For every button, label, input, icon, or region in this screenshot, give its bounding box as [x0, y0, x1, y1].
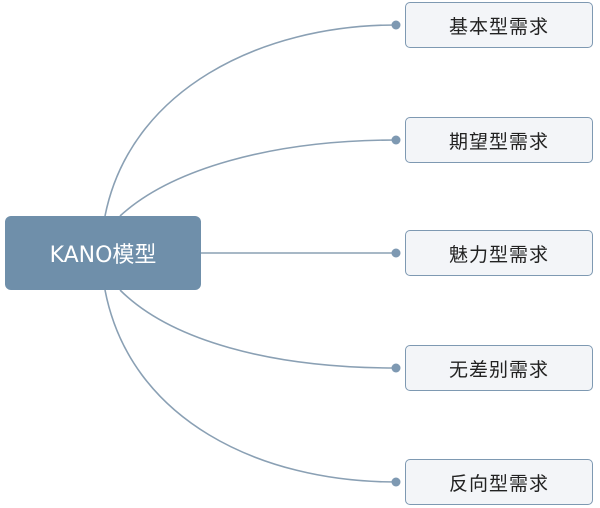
branch-node-basic-needs[interactable]: 基本型需求 — [405, 2, 593, 48]
branch-node-label: 无差别需求 — [448, 358, 549, 381]
root-node-label: KANO模型 — [49, 243, 157, 268]
connector-dot-3 — [391, 248, 401, 258]
connector-dot-1 — [391, 20, 401, 30]
connector-line-2 — [119, 139, 397, 217]
connector-line-4 — [119, 289, 397, 369]
connector-line-1 — [104, 24, 397, 217]
branch-node-label: 反向型需求 — [448, 472, 549, 495]
branch-node-indifferent-needs[interactable]: 无差别需求 — [405, 345, 593, 391]
branch-node-reverse-needs[interactable]: 反向型需求 — [405, 459, 593, 505]
branch-node-label: 魅力型需求 — [448, 243, 549, 266]
branch-node-expected-needs[interactable]: 期望型需求 — [405, 117, 593, 163]
connector-line-5 — [104, 289, 397, 483]
connector-dot-2 — [391, 135, 401, 145]
branch-node-label: 期望型需求 — [448, 130, 549, 153]
branch-node-label: 基本型需求 — [448, 15, 549, 38]
connector-dot-4 — [391, 363, 401, 373]
branch-node-attractive-needs[interactable]: 魅力型需求 — [405, 230, 593, 276]
connector-dot-5 — [391, 477, 401, 487]
root-node-kano-model[interactable]: KANO模型 — [5, 216, 201, 290]
